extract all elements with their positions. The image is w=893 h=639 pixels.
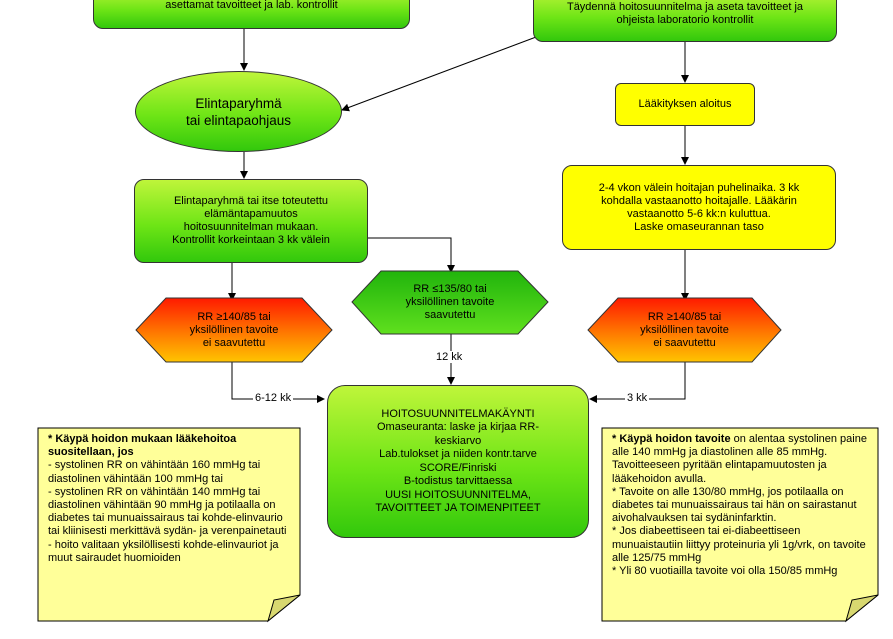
right-note-intro: on alentaa systolinen paine alle 140 mmH…: [612, 433, 867, 485]
hex-center-line-1: RR ≤135/80 tai: [413, 283, 487, 295]
visit-line-4: Lab.tulokset ja niiden kontr.tarve: [379, 448, 537, 460]
right-note-line-3: * Yli 80 vuotiailla tavoite voi olla 150…: [612, 565, 838, 578]
hex-right-line-3: ei saavutettu: [653, 336, 716, 349]
arrow-hexleft-to-visit: [231, 362, 325, 403]
right-note-title: * Käypä hoidon tavoite: [612, 433, 731, 445]
right-note-line-1: * Tavoite on alle 130/80 mmHg, jos potil…: [612, 485, 857, 525]
hex-left-line-2: yksilöllinen tavoite: [189, 323, 279, 336]
ellipse-line-2: tai elintapaohjaus: [185, 112, 292, 128]
top-right-line-1: Täydennä hoitosuunnitelma ja aseta tavoi…: [566, 1, 804, 13]
left-note: * Käypä hoidon mukaan lääkehoitoa suosit…: [48, 433, 294, 565]
left-note-title: * Käypä hoidon mukaan lääkehoitoa suosit…: [48, 433, 237, 459]
right-note-line-2: * Jos diabeettiseen tai ei-diabeettiseen…: [612, 525, 866, 564]
top-right-line-2: ohjeista laboratorio kontrollit: [616, 14, 754, 26]
top-right-box: Täydennä hoitosuunnitelma ja aseta tavoi…: [533, 0, 837, 42]
care-plan-visit-box: HOITOSUUNNITELMAKÄYNTI Omaseuranta: lask…: [327, 385, 589, 538]
top-left-text: asettamat tavoitteet ja lab. kontrollit: [165, 0, 338, 11]
right-note: * Käypä hoidon tavoite on alentaa systol…: [612, 433, 874, 578]
visit-line-3: keskiarvo: [434, 434, 482, 447]
visit-line-1: HOITOSUUNNITELMAKÄYNTI: [381, 407, 535, 420]
arrow-hexright-to-visit: [589, 362, 686, 403]
lifestyle-line-4: Kontrollit korkeintaan 3 kk välein: [172, 234, 330, 246]
phone-contact-box: 2-4 vkon välein hoitajan puhelinaika. 3 …: [562, 165, 836, 250]
arrow-lifestyle-to-hexcenter: [340, 237, 455, 273]
hex-center-line-3: saavutettu: [424, 309, 476, 321]
left-note-line-2: - systolinen RR on vähintään 140 mmHg ta…: [48, 485, 287, 538]
lifestyle-box: Elintaparyhmä tai itse toteutettu elämän…: [134, 179, 368, 263]
visit-line-5: SCORE/Finriski: [419, 461, 497, 474]
left-note-line-3: - hoito valitaan yksilöllisesti kohde-el…: [48, 538, 279, 564]
visit-line-7: UUSI HOITOSUUNNITELMA,: [385, 488, 531, 501]
visit-line-2: Omaseuranta: laske ja kirjaa RR-: [376, 421, 539, 433]
hex-left-line-1: RR ≥140/85 tai: [197, 310, 271, 323]
hex-left-shape: [135, 297, 333, 363]
phone-line-2: kohdalla vastaanotto hoitajalle. Lääkäri…: [601, 194, 797, 207]
edge-label-center: 12 kk: [434, 351, 465, 363]
hex-center-line-2: yksilöllinen tavoite: [405, 296, 495, 308]
left-note-line-1: - systolinen RR on vähintään 160 mmHg ta…: [48, 459, 261, 485]
lifestyle-line-1: Elintaparyhmä tai itse toteutettu: [173, 195, 329, 207]
hex-center: RR ≤135/80 tai yksilöllinen tavoite saav…: [352, 271, 548, 334]
hex-right-line-2: yksilöllinen tavoite: [640, 323, 729, 336]
top-left-box: asettamat tavoitteet ja lab. kontrollit: [93, 0, 410, 29]
hex-right-line-1: RR ≥140/85 tai: [647, 310, 722, 323]
hex-right-shape: [587, 297, 782, 363]
medication-start-text: Lääkityksen aloitus: [638, 98, 732, 110]
note-right-fold: [845, 594, 879, 623]
hex-left: RR ≥140/85 tai yksilöllinen tavoite ei s…: [136, 298, 332, 362]
medication-start-box: Lääkityksen aloitus: [615, 83, 755, 126]
lifestyle-group-ellipse: Elintaparyhmä tai elintapaohjaus: [135, 71, 342, 152]
ellipse-line-1: Elintaparyhmä: [195, 95, 282, 111]
edge-label-right: 3 kk: [625, 392, 650, 404]
phone-line-1: 2-4 vkon välein hoitajan puhelinaika. 3 …: [598, 181, 800, 194]
hex-right: RR ≥140/85 tai yksilöllinen tavoite ei s…: [588, 298, 781, 362]
visit-line-8: TAVOITTEET JA TOIMENPITEET: [375, 502, 541, 514]
visit-line-6: B-todistus tarvittaessa: [403, 475, 513, 487]
hex-left-line-3: ei saavutettu: [202, 336, 266, 349]
note-left-fold: [267, 594, 301, 623]
lifestyle-line-3: hoitosuunnitelman mukaan.: [183, 221, 319, 233]
phone-line-4: Laske omaseurannan taso: [634, 220, 764, 233]
phone-line-3: vastaanotto 5-6 kk:n kuluttua.: [627, 207, 771, 220]
hex-center-shape: [351, 270, 549, 335]
lifestyle-line-2: elämäntapamuutos: [204, 208, 298, 220]
edge-label-left: 6-12 kk: [253, 392, 294, 404]
arrow-topright-to-ellipse: [341, 27, 561, 112]
